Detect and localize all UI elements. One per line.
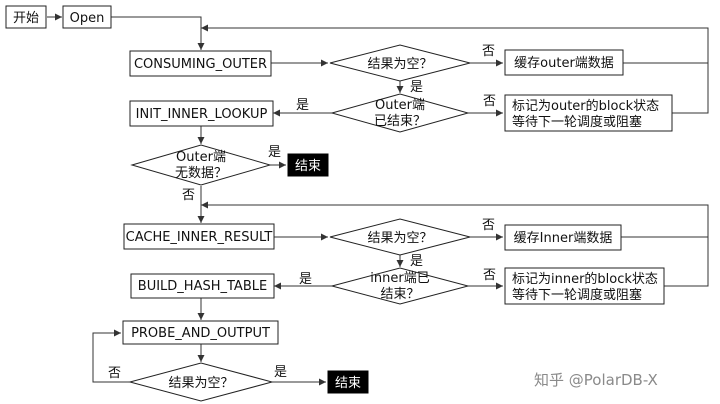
probe-and-output-node: PROBE_AND_OUTPUT xyxy=(122,320,279,345)
init-inner-lookup-node: INIT_INNER_LOOKUP xyxy=(129,100,274,127)
outer-empty-decision: 结果为空？ xyxy=(329,44,471,82)
mark-inner-node: 标记为inner的block状态 等待下一轮调度或阻塞 xyxy=(504,267,665,305)
mark-outer-node: 标记为outer的block状态 等待下一轮调度或阻塞 xyxy=(504,94,673,132)
label-no-inner-end: 否 xyxy=(483,268,496,283)
start-node: 开始 xyxy=(5,5,47,29)
mark-inner-label-1: 标记为inner的block状态 xyxy=(512,271,658,287)
edge-loop1-return-b xyxy=(672,63,709,114)
label-yes-inner-empty: 是 xyxy=(410,254,423,269)
label-yes-outer-empty: 是 xyxy=(410,80,423,95)
inner-end-label-2: 结束？ xyxy=(380,287,419,302)
outer-end-label-2: 已结束？ xyxy=(374,114,426,129)
cache-inner-result-node: CACHE_INNER_RESULT xyxy=(123,223,275,250)
end-label-1: 结束 xyxy=(295,159,321,174)
label-yes-inner-end: 是 xyxy=(299,272,312,287)
build-hash-table-node: BUILD_HASH_TABLE xyxy=(130,273,275,299)
mark-outer-label-2: 等待下一轮调度或阻塞 xyxy=(512,114,642,130)
mark-outer-label-1: 标记为outer的block状态 xyxy=(512,98,659,114)
label-no-outer-empty: 否 xyxy=(482,44,495,59)
consuming-outer-node: CONSUMING_OUTER xyxy=(129,50,272,77)
final-empty-label: 结果为空？ xyxy=(168,376,233,391)
final-empty-decision: 结果为空？ xyxy=(128,362,274,402)
mark-inner-label-2: 等待下一轮调度或阻塞 xyxy=(512,287,642,303)
label-yes-outer-end: 是 xyxy=(296,98,309,113)
outer-end-label-1: Outer端 xyxy=(375,98,425,113)
watermark: 知乎 @PolarDB-X xyxy=(534,371,658,389)
end-label-2: 结束 xyxy=(335,376,361,391)
edge-open-loop1 xyxy=(111,16,205,50)
edge-loop2-return xyxy=(201,201,709,238)
outer-nodata-label-1: Outer端 xyxy=(176,150,226,165)
open-node: Open xyxy=(62,5,112,29)
inner-empty-decision: 结果为空？ xyxy=(329,218,471,256)
outer-nodata-decision: Outer端 无数据？ xyxy=(130,144,272,186)
label-yes-nodata: 是 xyxy=(268,145,281,160)
init-inner-lookup-label: INIT_INNER_LOOKUP xyxy=(136,107,268,122)
open-label: Open xyxy=(70,11,105,26)
end-node-2: 结束 xyxy=(327,370,369,394)
cache-inner-result-label: CACHE_INNER_RESULT xyxy=(126,230,273,245)
inner-empty-label: 结果为空？ xyxy=(367,231,432,246)
start-label: 开始 xyxy=(13,11,39,26)
build-hash-table-label: BUILD_HASH_TABLE xyxy=(138,279,267,294)
inner-end-decision: inner端已 结束？ xyxy=(330,267,470,305)
label-no-outer-end: 否 xyxy=(483,94,496,109)
edge-finalq-probe-loop xyxy=(92,329,130,383)
outer-end-decision: Outer端 已结束？ xyxy=(330,93,470,133)
label-no-inner-empty: 否 xyxy=(482,218,495,233)
probe-and-output-label: PROBE_AND_OUTPUT xyxy=(131,326,270,341)
inner-end-label-1: inner端已 xyxy=(370,271,429,286)
label-no-nodata: 否 xyxy=(182,188,195,203)
cache-outer-label: 缓存outer端数据 xyxy=(514,56,614,71)
consuming-outer-label: CONSUMING_OUTER xyxy=(134,57,267,72)
edge-loop1-return xyxy=(201,24,709,64)
cache-outer-node: 缓存outer端数据 xyxy=(504,49,624,76)
edge-loop2-return-b xyxy=(664,237,709,287)
cache-inner-node: 缓存Inner端数据 xyxy=(504,224,622,251)
edge-labels: 否 是 否 是 是 否 否 是 否 是 否 是 xyxy=(108,44,496,381)
edges xyxy=(47,13,709,386)
end-node-1: 结束 xyxy=(287,153,329,177)
cache-inner-label: 缓存Inner端数据 xyxy=(514,231,613,246)
outer-nodata-label-2: 无数据？ xyxy=(175,166,227,181)
label-no-final: 否 xyxy=(108,366,121,381)
label-yes-final: 是 xyxy=(274,365,287,380)
outer-empty-label: 结果为空？ xyxy=(367,57,432,72)
